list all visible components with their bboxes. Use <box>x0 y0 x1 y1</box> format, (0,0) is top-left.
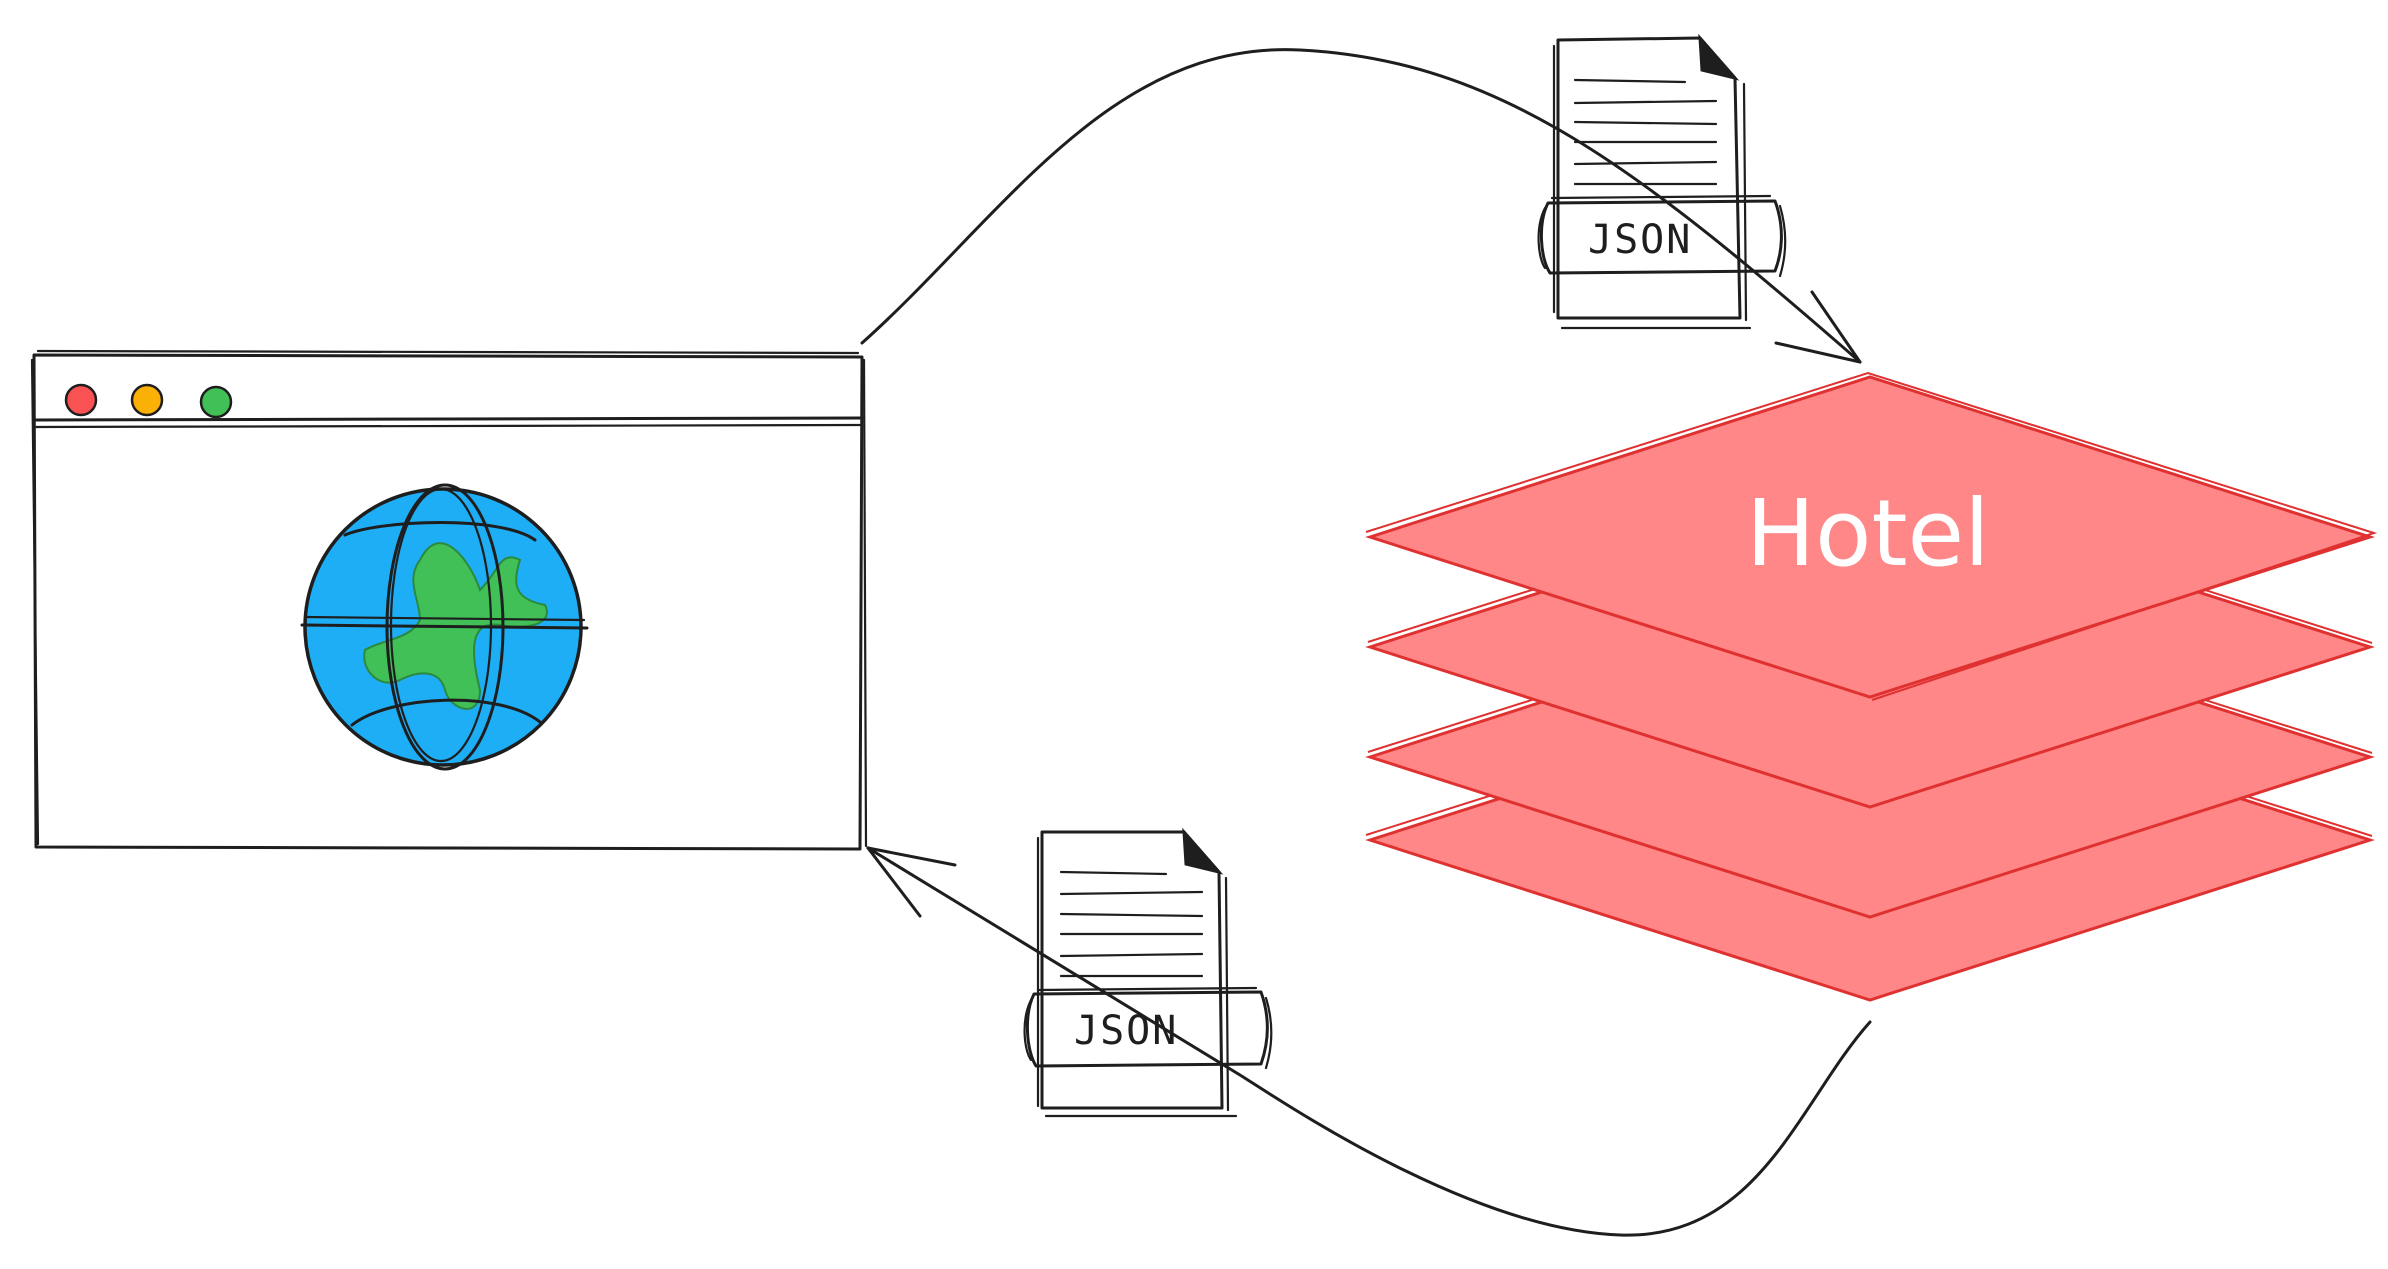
response-arrow <box>866 846 1872 1237</box>
hotel-label: Hotel <box>1746 480 1990 587</box>
window-maximize-dot <box>199 385 233 419</box>
database-stack-icon: Hotel <box>1365 371 2378 1002</box>
browser-window-icon <box>30 349 868 851</box>
json-label-bottom: JSON <box>1074 1008 1178 1054</box>
json-document-icon: JSON <box>1023 827 1273 1118</box>
window-close-dot <box>64 383 98 417</box>
window-minimize-dot <box>130 383 164 417</box>
request-arrow <box>860 48 1862 364</box>
globe-icon <box>300 483 589 771</box>
json-label-top: JSON <box>1588 217 1692 263</box>
json-document-icon: JSON <box>1537 33 1787 330</box>
